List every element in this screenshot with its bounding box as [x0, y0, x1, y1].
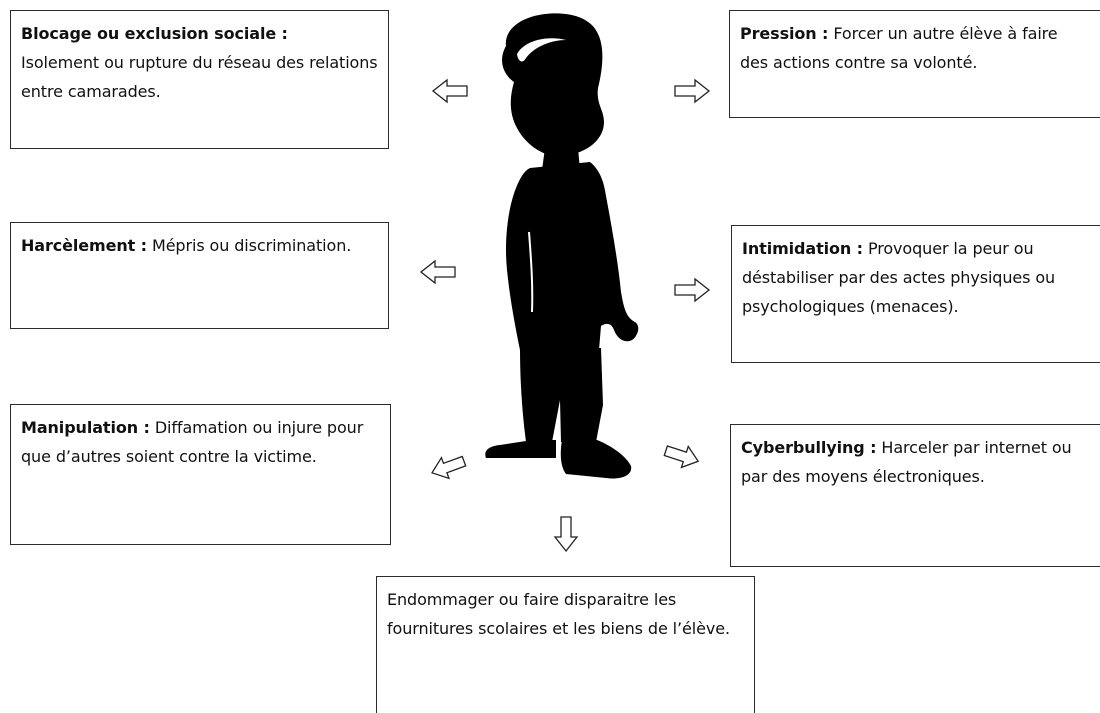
hollow-arrow-icon-to-endommager [553, 516, 579, 553]
box-manipulation: Manipulation : Diffamation ou injure pou… [10, 404, 391, 545]
text-manipulation: Diffamation ou injure pour que d’autres … [21, 418, 364, 466]
text-blocage: Isolement ou rupture du réseau des relat… [21, 53, 378, 101]
box-cyberbullying: Cyberbullying : Harceler par internet ou… [730, 424, 1100, 567]
box-endommager: Endommager ou faire disparaitre les four… [376, 576, 755, 713]
term-blocage: Blocage ou exclusion sociale : [21, 24, 288, 43]
hollow-arrow-icon-to-manipulation [431, 455, 467, 480]
term-manipulation: Manipulation : [21, 418, 150, 437]
term-intimidation: Intimidation : [742, 239, 863, 258]
box-blocage: Blocage ou exclusion sociale : Isolement… [10, 10, 389, 149]
hollow-arrow-icon-to-cyberbullying [663, 444, 700, 469]
box-intimidation: Intimidation : Provoquer la peur ou dést… [731, 225, 1100, 363]
text-cyberbullying: Harceler par internet ou par des moyens … [741, 438, 1072, 486]
text-harcelement: Mépris ou discrimination. [151, 236, 352, 255]
text-endommager: Endommager ou faire disparaitre les four… [387, 590, 730, 638]
hollow-arrow-icon-to-blocage [431, 78, 468, 104]
box-pression: Pression : Forcer un autre élève à faire… [729, 10, 1100, 118]
hollow-arrow-icon-to-intimidation [674, 277, 711, 303]
box-harcelement: Harcèlement : Mépris ou discrimination. [10, 222, 389, 329]
text-pression: Forcer un autre élève à faire des action… [740, 24, 1058, 72]
hollow-arrow-icon-to-pression [674, 78, 711, 104]
term-cyberbullying: Cyberbullying : [741, 438, 877, 457]
text-intimidation: Provoquer la peur ou déstabiliser par de… [742, 239, 1056, 316]
hollow-arrow-icon-to-harcelement [419, 259, 456, 285]
term-harcelement: Harcèlement : [21, 236, 147, 255]
term-pression: Pression : [740, 24, 829, 43]
